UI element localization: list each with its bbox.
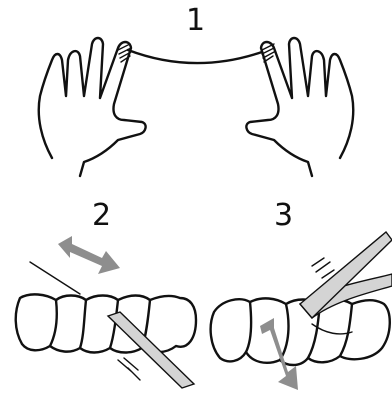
floss-band [108, 312, 194, 388]
step-3-teeth-illustration [211, 232, 392, 390]
teeth-row-3 [211, 298, 390, 365]
step-2-teeth-illustration [16, 236, 196, 388]
up-and-down-arrow-icon [260, 318, 298, 390]
left-hand [39, 38, 146, 176]
back-and-forth-arrow-icon [58, 236, 120, 274]
right-hand [246, 38, 353, 176]
teeth-row [16, 294, 196, 352]
floss-strand [128, 50, 262, 63]
floss-thread [30, 262, 80, 294]
step-1-hands-illustration [39, 38, 354, 176]
floss-band-upper [300, 232, 392, 318]
